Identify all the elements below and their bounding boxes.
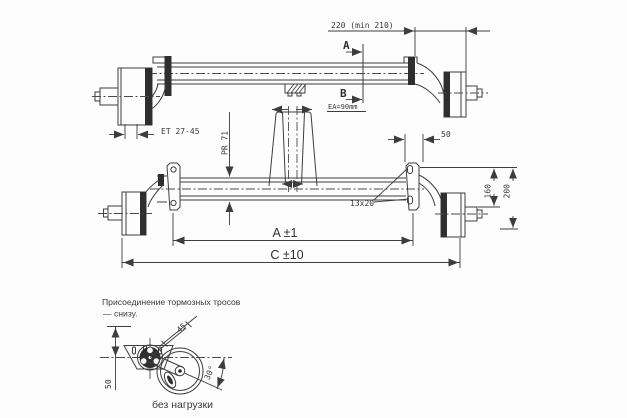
dim-pr71: PR 71 [221,112,234,225]
dim-a: A ±1 [172,213,414,246]
right-flange [405,162,420,211]
front-view: PR 71 50 160 200 13x20 [98,105,518,268]
dim-45: 45 [149,315,198,358]
dim-c: C ±10 [121,238,461,268]
top-view: 220 (min 210) A B EA=90mm ET 27-45 [92,21,490,139]
dim-13x20-label: 13x20 [350,199,374,208]
dim-et-label: ET 27-45 [161,127,200,136]
detail-caption: без нагрузки [152,399,213,411]
dim-220-label: 220 (min 210) [331,21,394,30]
dim-160-200: 160 200 [420,167,518,230]
detail-view: Присоединение тормозных тросов — снизу. [100,297,241,411]
dim-50-detail: 50 [104,326,131,390]
dim-50-detail-label: 50 [104,379,113,389]
dim-et: ET 27-45 [109,124,200,139]
dim-30deg: 30° [184,357,226,391]
section-marker-a: A [343,39,364,103]
brake-lever-bracket [284,83,306,97]
dim-220: 220 (min 210) [328,21,490,72]
dim-c-label: C ±10 [270,248,303,262]
wheel-hub [147,347,204,395]
dim-ea: EA=90mm [327,103,366,112]
left-hub [98,191,152,236]
detail-note-line2: — снизу. [103,309,138,319]
dim-a-label: A ±1 [273,226,298,240]
dim-160-label: 160 [484,184,493,199]
dim-200-label: 200 [503,184,512,199]
dim-50-offset: 50 [388,130,451,162]
dim-ea-label: EA=90mm [328,103,358,111]
section-a-label: A [343,39,350,52]
left-flange [166,162,181,211]
callout-13x20: 13x20 [350,168,410,208]
tire-outline [268,105,318,192]
dim-pr71-label: PR 71 [221,131,230,155]
section-marker-b: B [340,87,362,104]
right-hub [435,192,488,238]
dim-50-offset-label: 50 [441,130,451,139]
dim-30-label: 30° [203,364,217,381]
detail-note-line1: Присоединение тормозных тросов [102,297,241,307]
section-b-label: B [340,87,347,100]
